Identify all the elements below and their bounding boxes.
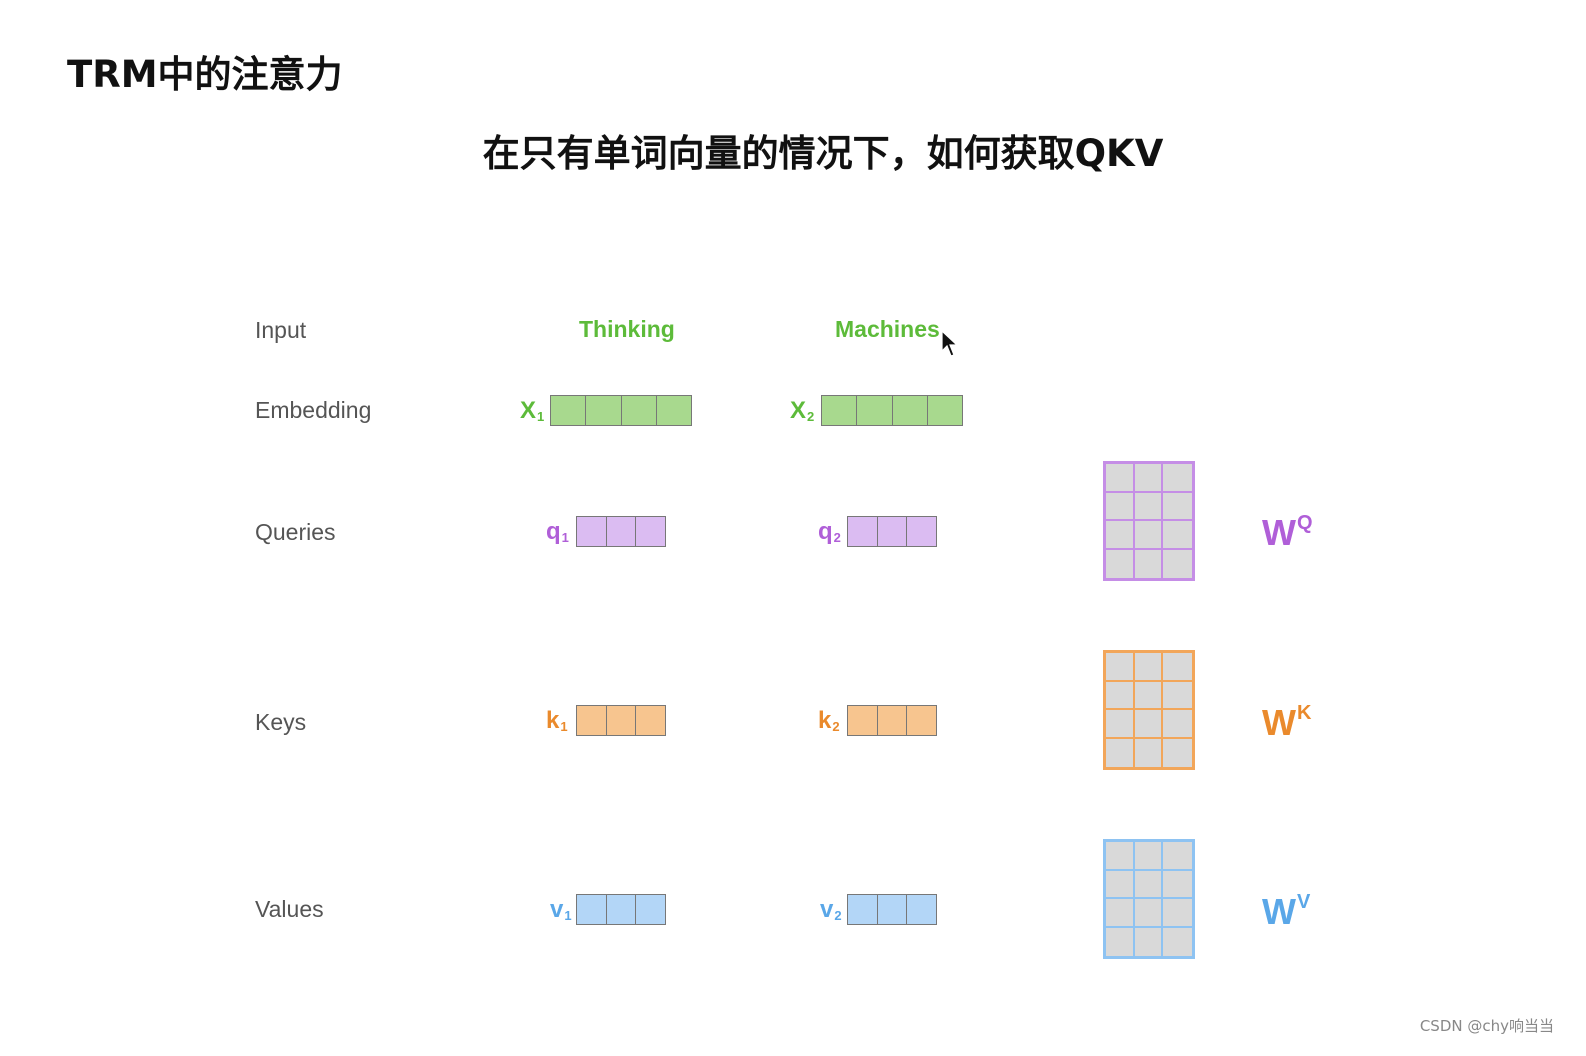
query-q2-label: q2 xyxy=(818,518,841,545)
matrix-cell xyxy=(1106,842,1135,871)
weight-matrix-wv xyxy=(1103,839,1195,959)
matrix-cell xyxy=(1106,710,1135,739)
key-k1-label: k1 xyxy=(546,707,568,734)
matrix-cell xyxy=(1135,927,1164,956)
matrix-cell xyxy=(1163,871,1192,899)
key-vector-k1 xyxy=(576,705,666,736)
weight-matrix-wq xyxy=(1103,461,1195,581)
query-vector-q1 xyxy=(576,516,666,547)
value-v2-label: v2 xyxy=(820,896,842,923)
matrix-cell xyxy=(1134,653,1164,682)
key-k2-label: k2 xyxy=(818,707,840,734)
matrix-cell xyxy=(1106,549,1135,578)
matrix-cell xyxy=(1134,842,1164,871)
query-vector-q2 xyxy=(847,516,937,547)
weight-label-wk: WK xyxy=(1262,702,1312,743)
matrix-cell xyxy=(1106,899,1135,928)
matrix-cell xyxy=(1163,710,1192,739)
input-word-thinking: Thinking xyxy=(579,316,675,342)
row-label-embedding: Embedding xyxy=(255,397,372,423)
row-label-queries: Queries xyxy=(255,519,336,545)
matrix-cell xyxy=(1134,899,1164,928)
matrix-cell xyxy=(1135,738,1164,767)
matrix-cell xyxy=(1106,521,1135,550)
row-label-input: Input xyxy=(255,317,307,343)
embedding-vector-x1 xyxy=(550,395,692,426)
footer-watermark: CSDN @chy响当当 xyxy=(1419,1017,1554,1035)
matrix-cell xyxy=(1163,550,1192,579)
input-word-machines: Machines xyxy=(835,316,940,342)
matrix-cell xyxy=(1106,653,1135,682)
slide-subtitle: 在只有单词向量的情况下，如何获取QKV xyxy=(482,132,1164,175)
embedding-x1-label: X1 xyxy=(520,397,545,424)
mouse-cursor-icon xyxy=(941,330,959,357)
matrix-cell xyxy=(1134,681,1164,710)
matrix-cell xyxy=(1163,842,1192,871)
matrix-cell xyxy=(1163,464,1192,493)
matrix-cell xyxy=(1135,549,1164,578)
matrix-cell xyxy=(1106,870,1135,899)
matrix-cell xyxy=(1163,521,1192,550)
row-label-values: Values xyxy=(255,896,324,922)
value-vector-v2 xyxy=(847,894,937,925)
weight-label-wq: WQ xyxy=(1262,512,1313,553)
matrix-cell xyxy=(1106,492,1135,521)
matrix-cell xyxy=(1163,682,1192,710)
matrix-cell xyxy=(1106,681,1135,710)
matrix-cell xyxy=(1106,738,1135,767)
embedding-x2-label: X2 xyxy=(790,397,815,424)
query-q1-label: q1 xyxy=(546,518,569,545)
value-vector-v1 xyxy=(576,894,666,925)
matrix-cell xyxy=(1134,492,1164,521)
matrix-cell xyxy=(1134,521,1164,550)
matrix-cell xyxy=(1163,899,1192,928)
matrix-cell xyxy=(1163,739,1192,768)
matrix-cell xyxy=(1106,927,1135,956)
key-vector-k2 xyxy=(847,705,937,736)
embedding-vector-x2 xyxy=(821,395,963,426)
matrix-cell xyxy=(1106,464,1135,493)
weight-matrix-wk xyxy=(1103,650,1195,770)
matrix-cell xyxy=(1163,653,1192,682)
matrix-cell xyxy=(1134,710,1164,739)
matrix-cell xyxy=(1134,464,1164,493)
value-v1-label: v1 xyxy=(550,896,572,923)
matrix-cell xyxy=(1134,870,1164,899)
slide-title: TRM中的注意力 xyxy=(67,53,343,96)
matrix-cell xyxy=(1163,493,1192,521)
matrix-cell xyxy=(1163,928,1192,957)
weight-label-wv: WV xyxy=(1262,891,1311,932)
row-label-keys: Keys xyxy=(255,709,307,735)
